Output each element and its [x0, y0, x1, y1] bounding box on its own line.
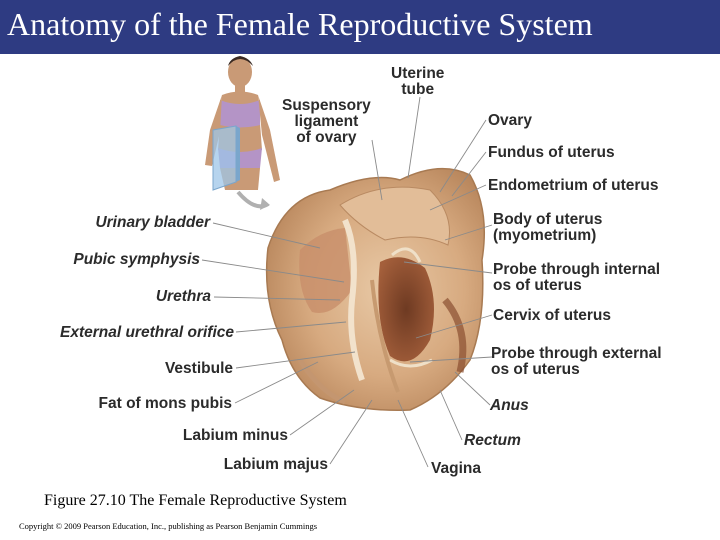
label-labium-minus: Labium minus — [182, 427, 288, 444]
anatomy-illustration — [201, 56, 493, 468]
label-endometrium: Endometrium of uterus — [488, 177, 659, 194]
slide-title: Anatomy of the Female Reproductive Syste… — [7, 6, 593, 42]
model-figure — [205, 56, 280, 210]
label-urinary-bladder: Urinary bladder — [95, 214, 210, 231]
label-suspensory-ligament: Suspensory ligament of ovary — [282, 97, 371, 146]
pelvic-specimen — [265, 167, 486, 411]
label-fat-of-mons-pubis: Fat of mons pubis — [98, 395, 232, 412]
label-vagina: Vagina — [431, 460, 481, 477]
label-ovary: Ovary — [488, 112, 532, 129]
label-rectum: Rectum — [464, 432, 521, 449]
label-vestibule: Vestibule — [164, 360, 233, 377]
label-urethra: Urethra — [155, 288, 211, 305]
label-fundus-of-uterus: Fundus of uterus — [488, 144, 615, 161]
label-anus: Anus — [490, 397, 529, 414]
copyright-notice: Copyright © 2009 Pearson Education, Inc.… — [19, 521, 318, 531]
label-probe-internal-os: Probe through internal os of uterus — [493, 261, 661, 294]
title-bar: Anatomy of the Female Reproductive Syste… — [0, 0, 720, 54]
label-body-of-uterus: Body of uterus (myometrium) — [493, 211, 603, 244]
label-labium-majus: Labium majus — [223, 456, 328, 473]
label-cervix: Cervix of uterus — [493, 307, 612, 324]
label-probe-external-os: Probe through external os of uterus — [491, 345, 662, 378]
leader-lines — [201, 96, 493, 468]
label-uterine-tube: Uterine tube — [391, 65, 445, 98]
label-external-urethral-orifice: External urethral orifice — [59, 324, 234, 341]
label-pubic-symphysis: Pubic symphysis — [73, 251, 200, 268]
figure-caption: Figure 27.10 The Female Reproductive Sys… — [44, 492, 347, 509]
